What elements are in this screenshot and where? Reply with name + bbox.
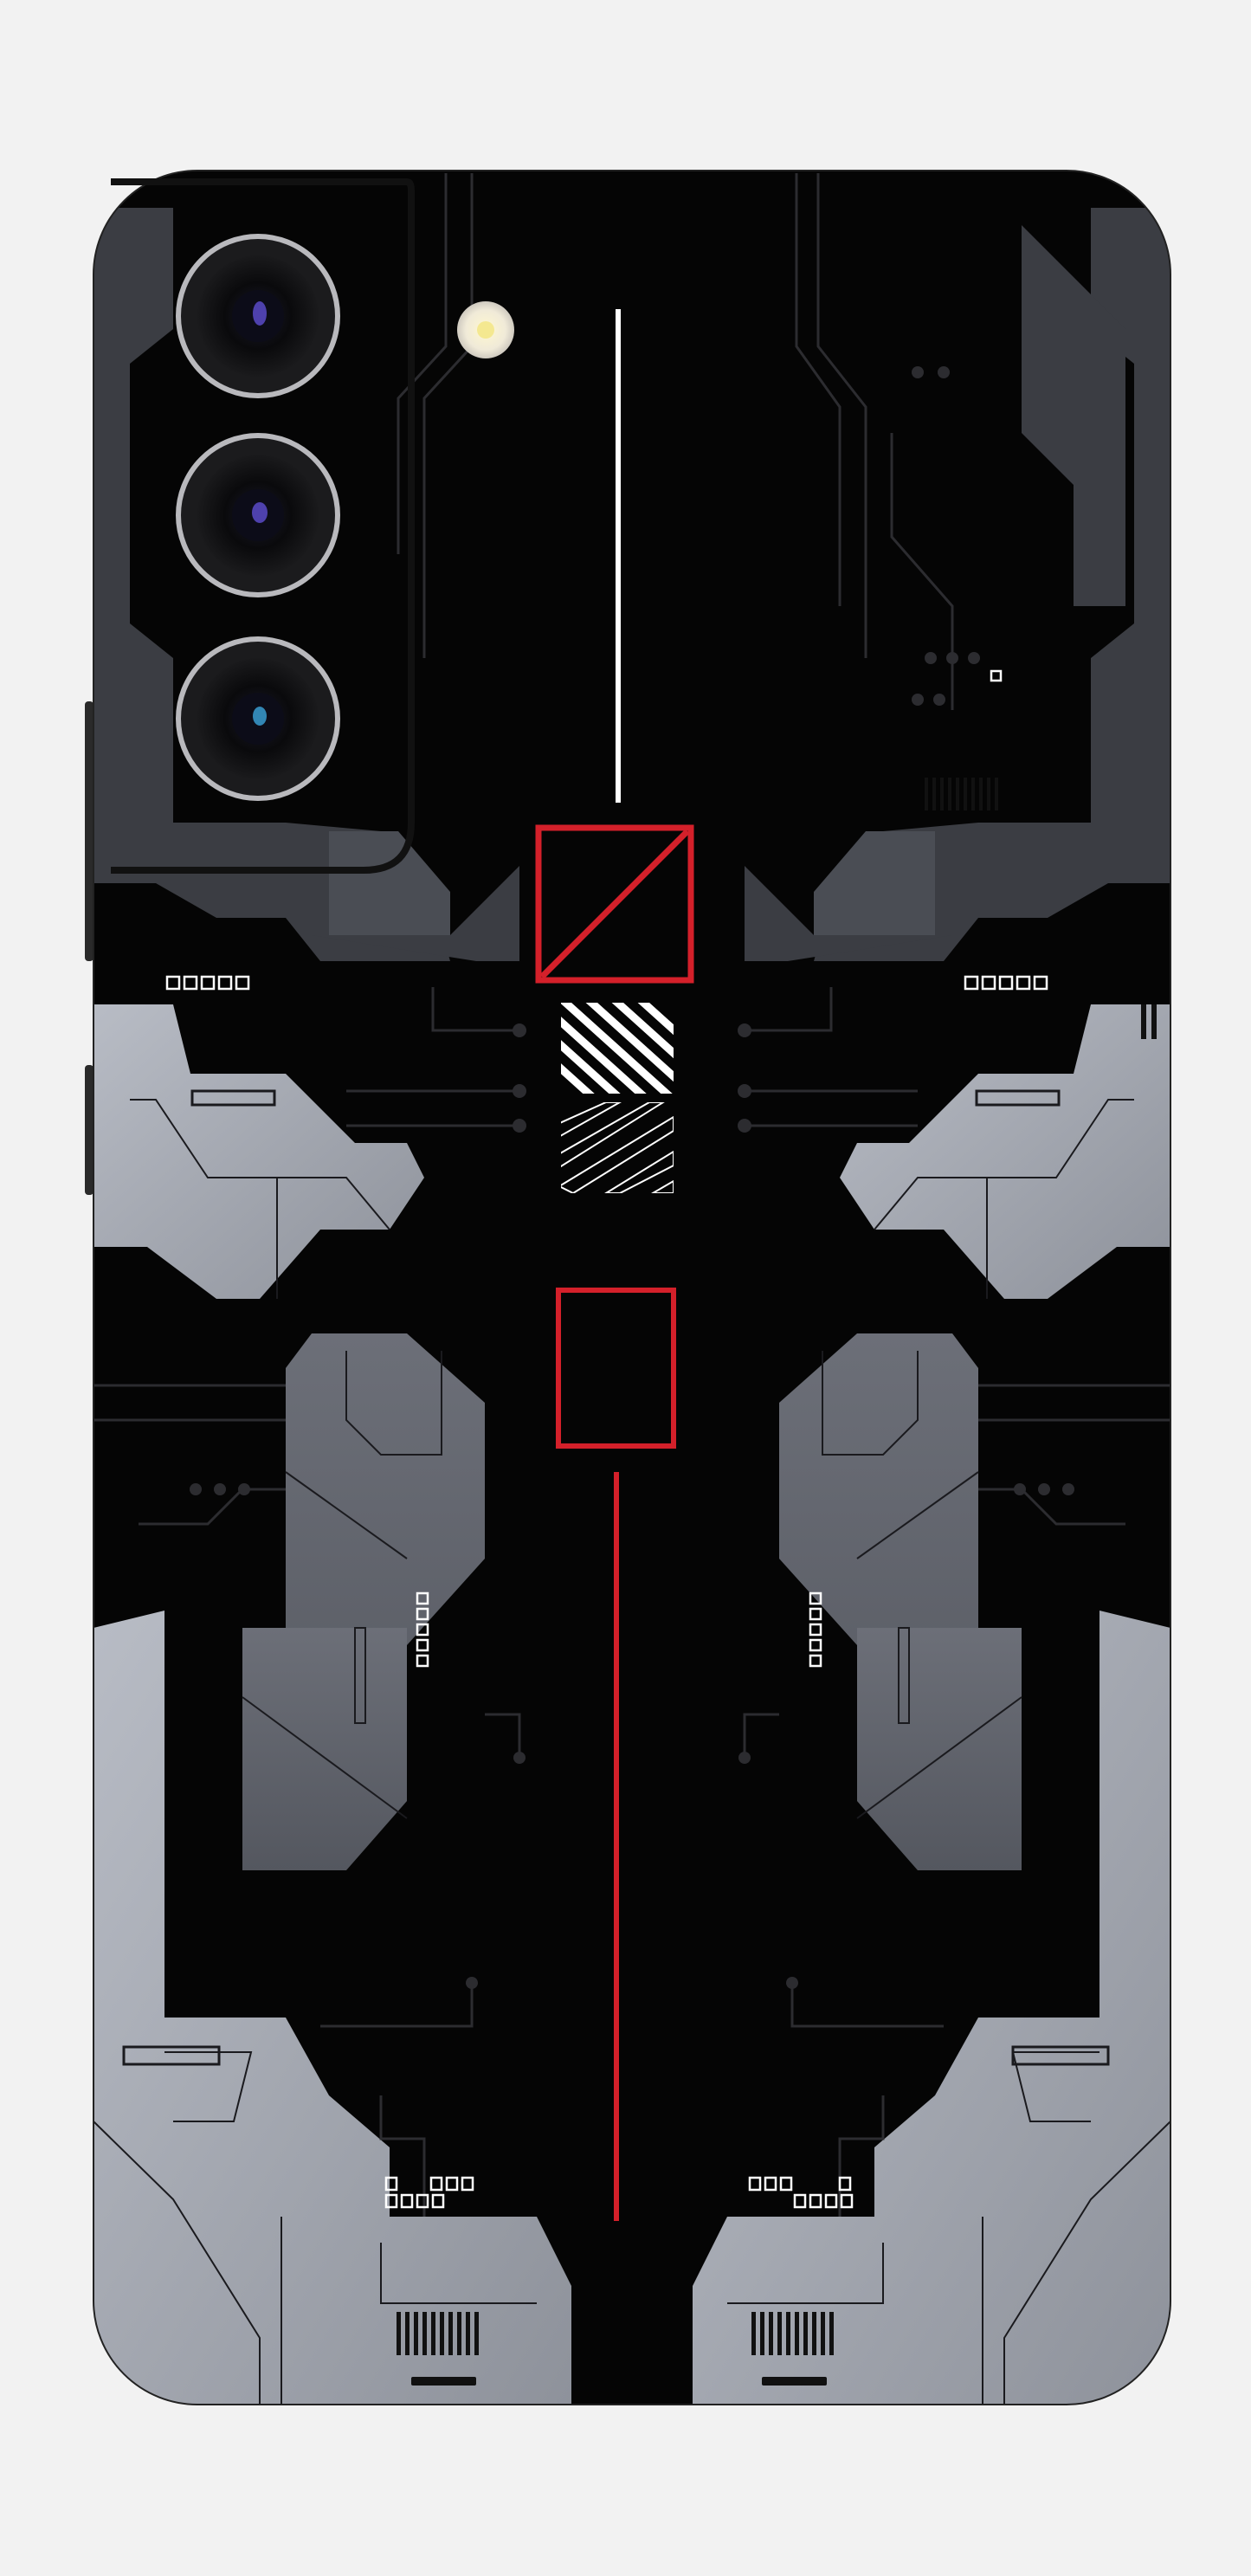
vent-grille-left — [397, 2312, 479, 2386]
shoulder-slot — [975, 1089, 1061, 1107]
white-stripe-block — [561, 1003, 674, 1094]
red-center-line — [614, 1472, 619, 2221]
camera-module — [111, 178, 514, 874]
white-center-line — [616, 309, 621, 803]
camera-lens-icon — [176, 636, 340, 801]
vent-grille-top-right — [925, 778, 998, 810]
phone-body — [94, 171, 1170, 2405]
side-button — [85, 1065, 94, 1195]
leg-slot — [122, 2045, 221, 2066]
leg-slot — [1011, 2045, 1110, 2066]
red-square-box — [556, 1288, 676, 1449]
vent-grille-right — [751, 2312, 834, 2386]
flash-icon — [457, 301, 514, 358]
indicator-squares — [165, 669, 1048, 2209]
red-diagonal-box — [535, 824, 694, 984]
side-button — [85, 701, 94, 961]
camera-lens-icon — [176, 234, 340, 398]
outline-stripe-block — [561, 1102, 674, 1193]
shoulder-slot — [190, 1089, 276, 1107]
camera-lens-icon — [176, 433, 340, 597]
